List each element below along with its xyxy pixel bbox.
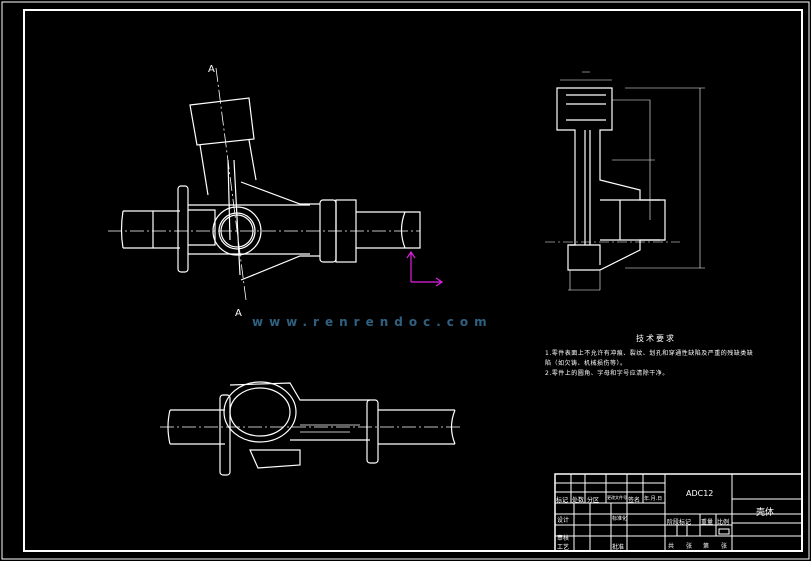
tech-requirements-title: 技术要求 [636, 334, 676, 343]
section-label-top: A [208, 64, 215, 75]
material-text: ADC12 [686, 489, 714, 498]
rev-header-zone: 分区 [587, 497, 600, 504]
sheet-total-suffix: 张 [686, 543, 693, 550]
standardization-label: 标准化 [612, 516, 628, 522]
tech-requirement-line: 2.零件上的圆角、字母和字号应清除干净。 [545, 370, 669, 377]
front-view [108, 67, 421, 301]
rev-header-doc: 更改文件号 [607, 495, 627, 500]
title-block-lines [554, 473, 803, 552]
weight-label: 重量 [701, 519, 714, 526]
rev-header-count: 处数 [572, 497, 585, 504]
rev-header-sign: 签名 [628, 497, 641, 504]
sheet-no-suffix: 张 [721, 543, 728, 550]
stage-mark-label: 阶段标记 [667, 519, 692, 526]
rev-header-date: 年.月.日 [644, 496, 663, 502]
top-view [160, 381, 460, 476]
scale-label: 比例 [717, 519, 730, 526]
watermark-url: www.renrendoc.com [252, 315, 493, 329]
tech-requirement-line: 陷（如欠铸、机械损伤等）。 [545, 360, 627, 367]
designer-label: 设计 [557, 517, 570, 524]
section-label-bottom: A [235, 308, 242, 319]
tech-requirement-line: 1.零件表面上不允许有冲痕、裂纹、划孔和穿通性缺陷及严重的残缺类缺 [545, 350, 754, 357]
approve-label: 批准 [612, 544, 625, 551]
reviewer-label: 审核 [557, 535, 570, 542]
rev-header-mark: 标记 [556, 497, 569, 504]
drawing-frame [23, 9, 803, 552]
sheet-total-prefix: 共 [668, 543, 675, 550]
part-name-text: 壳体 [756, 508, 775, 518]
ucs-icon [406, 250, 444, 287]
sheet-no-prefix: 第 [703, 543, 710, 550]
process-label: 工艺 [557, 544, 570, 551]
section-view [545, 71, 705, 291]
